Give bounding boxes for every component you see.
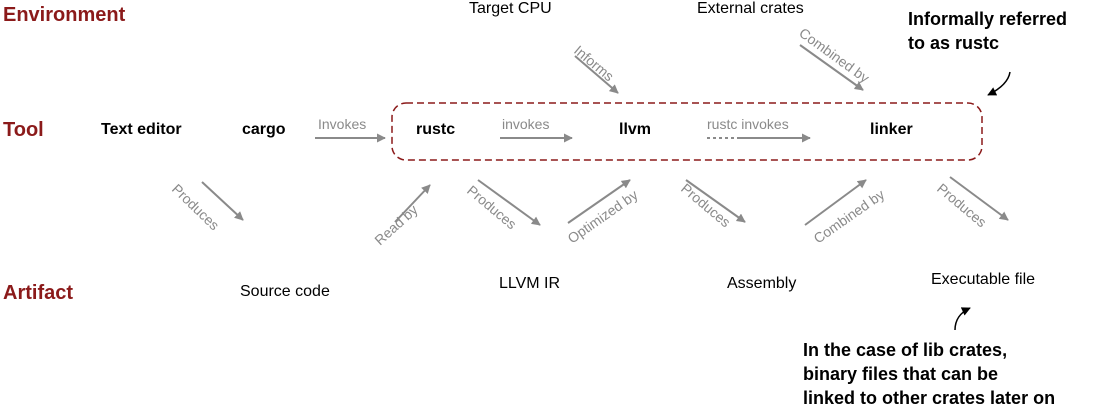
note-lib-line-1: In the case of lib crates, <box>803 340 1008 360</box>
tool-cargo: cargo <box>242 121 286 138</box>
edge-label-rustc-invokes: rustc invokes <box>707 116 789 132</box>
note-lib-line-2: binary files that can be <box>803 363 999 384</box>
arrow-asm-combined-by-linker <box>804 179 867 226</box>
callout-executable-pointer <box>954 307 971 331</box>
note-informally-rustc: Informally referred to as rustc <box>908 8 1067 56</box>
edge-label-invokes: Invokes <box>318 116 366 132</box>
artifact-executable-file: Executable file <box>931 271 1036 288</box>
tool-rustc: rustc <box>416 121 456 138</box>
arrow-source-read-by-rustc <box>394 184 431 223</box>
note-rustc-line-2: to as rustc <box>908 32 1000 53</box>
arrow-editor-produces-source <box>201 181 244 221</box>
arrow-linker-produces-exe <box>949 176 1009 221</box>
edge-label-combined-by-bottom: Combined by <box>811 186 888 246</box>
edge-label-produces-asm: Produces <box>678 180 734 230</box>
row-label-tool: Tool <box>3 119 44 141</box>
note-lib-crates: In the case of lib crates, binary files … <box>803 339 1055 411</box>
edge-label-produces-source: Produces <box>169 181 223 234</box>
arrow-ir-optimized-by-llvm <box>567 179 631 224</box>
callout-rustc-pointer <box>987 71 1011 96</box>
rustc-scope-box <box>391 102 983 161</box>
artifact-llvm-ir: LLVM IR <box>499 275 561 292</box>
note-lib-line-3: linked to other crates later on <box>803 387 1056 408</box>
edge-label-read-by: Read by <box>371 201 420 248</box>
note-rustc-line-1: Informally referred <box>908 9 1068 29</box>
edge-label-combined-by-top: Combined by <box>796 24 872 85</box>
arrow-external-crates-to-linker <box>799 44 864 91</box>
tool-llvm: llvm <box>619 121 652 138</box>
edge-label-invokes-llvm: invokes <box>502 116 549 132</box>
row-label-environment: Environment <box>3 4 126 26</box>
artifact-assembly: Assembly <box>727 275 797 292</box>
edge-label-produces-exe: Produces <box>934 180 990 230</box>
row-label-artifact: Artifact <box>3 282 74 304</box>
edge-label-informs: Informs <box>571 42 617 84</box>
arrow-rustc-produces-ir <box>477 179 541 226</box>
tool-linker: linker <box>870 121 913 138</box>
artifact-source-code: Source code <box>240 283 330 300</box>
env-external-crates: External crates <box>697 0 804 17</box>
arrow-target-cpu-to-llvm <box>574 55 619 94</box>
arrow-llvm-produces-asm <box>685 179 746 223</box>
env-target-cpu: Target CPU <box>469 0 552 17</box>
tool-text-editor: Text editor <box>101 121 182 138</box>
